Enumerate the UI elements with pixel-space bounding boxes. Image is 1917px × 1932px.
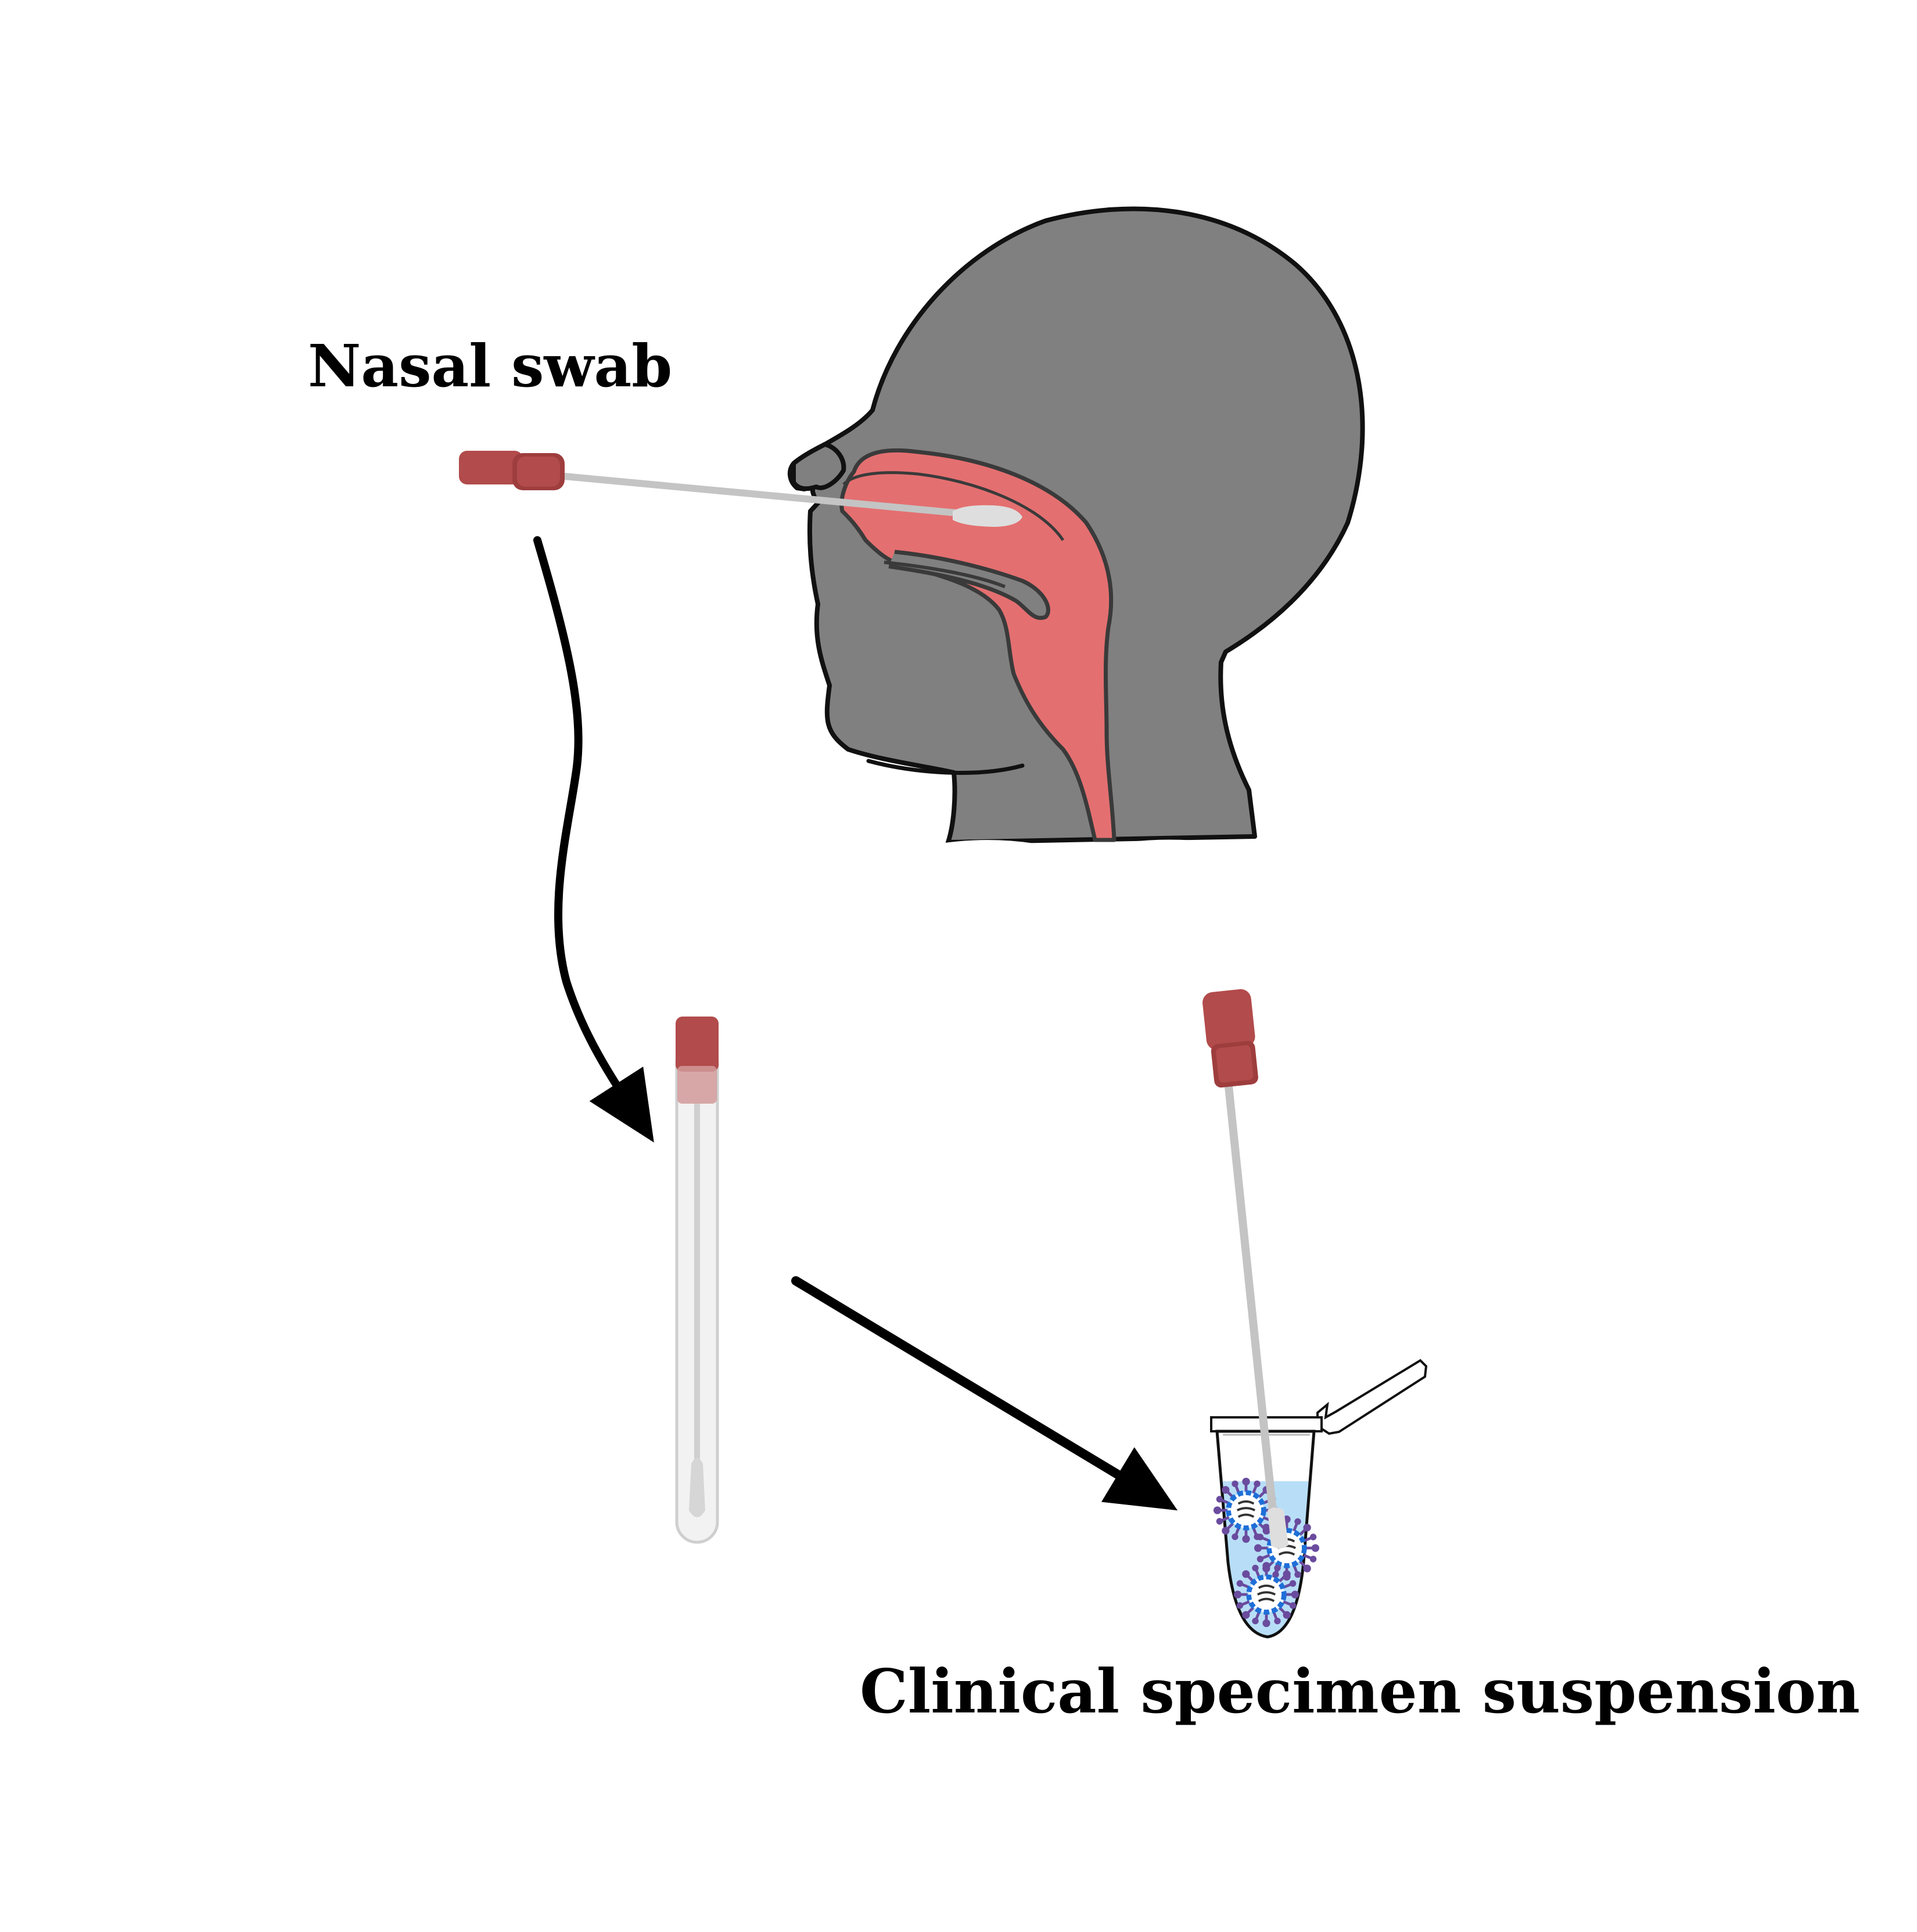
- neck-edge: [946, 773, 957, 845]
- tube-lid: [1316, 1359, 1428, 1435]
- arrow-tube-to-specimen: [791, 1276, 1178, 1511]
- transport-tube-icon: [675, 1017, 719, 1544]
- tongue-line: [884, 561, 1006, 588]
- jaw-line: [866, 759, 1025, 775]
- specimen-suspension-label: Clinical specimen suspension: [860, 1656, 1860, 1727]
- nasal-swab-icon: [459, 451, 1022, 527]
- head-profile-icon: [787, 206, 1365, 860]
- torn-neck-edge: [941, 839, 1266, 860]
- nasal-swab-label: Nasal swab: [308, 332, 673, 400]
- arrow-swab-to-tube: [533, 536, 654, 1143]
- nasal-airway: [839, 448, 1117, 842]
- virus-particle-icon: [1234, 1562, 1299, 1627]
- microcentrifuge-tube-icon: [1210, 1359, 1428, 1639]
- nose-tip-overlay: [791, 442, 846, 491]
- nasal-septum-inner: [842, 471, 1065, 541]
- nasal-swab-icon: [1202, 989, 1288, 1549]
